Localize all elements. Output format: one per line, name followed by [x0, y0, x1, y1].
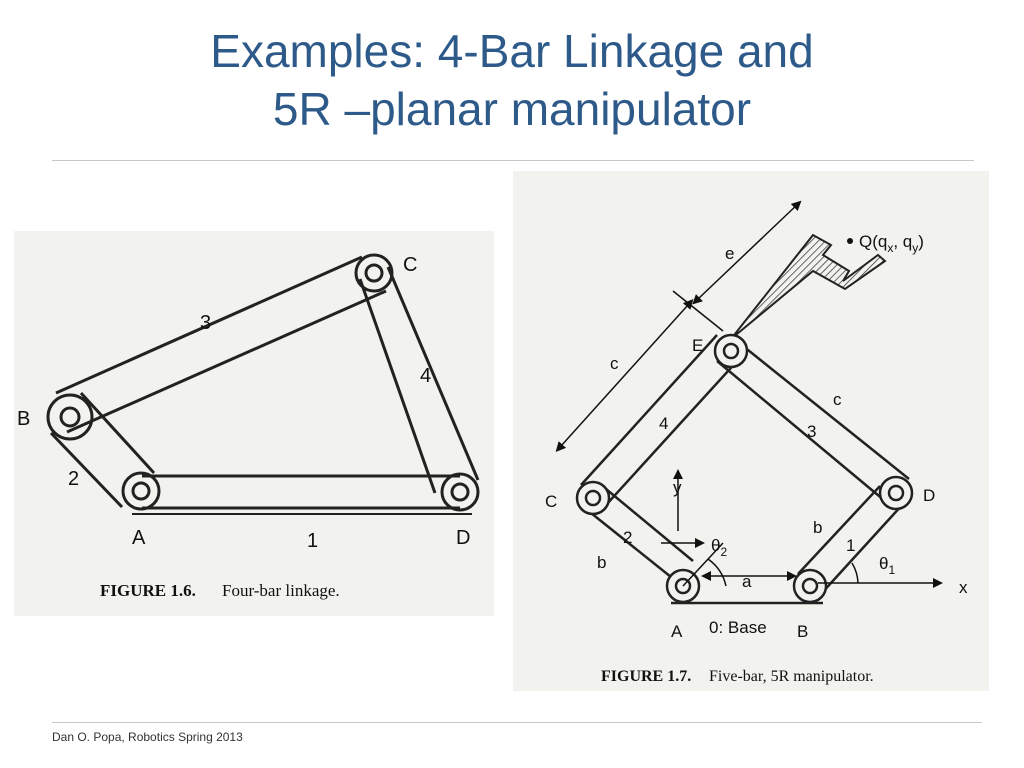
label-link-1: 1	[307, 530, 318, 552]
label-link-2: 2	[623, 528, 632, 547]
caption-label: FIGURE 1.7.	[601, 668, 691, 685]
joint-D-pin	[450, 482, 470, 502]
theta2-ref-line	[682, 542, 724, 587]
label-Q: Q(qx, qy)	[859, 232, 924, 255]
four-bar-diagram: B C A D 3 4 2 1 FIGURE 1.6. Four-bar lin…	[17, 253, 480, 600]
label-link-4: 4	[420, 365, 431, 387]
title-divider	[52, 160, 974, 161]
label-base: 0: Base	[709, 618, 767, 637]
label-A: A	[132, 527, 146, 549]
theta2-arc	[707, 558, 727, 587]
label-A: A	[671, 622, 683, 641]
label-link-2: 2	[68, 468, 79, 490]
caption-label: FIGURE 1.6.	[100, 581, 196, 600]
slide-title: Examples: 4-Bar Linkage and 5R –planar m…	[0, 22, 1024, 138]
label-link-1: 1	[846, 536, 855, 555]
point-Q-dot	[847, 238, 853, 244]
theta1-arc	[851, 562, 859, 584]
joint-A-outer	[121, 471, 161, 511]
label-D: D	[456, 527, 470, 549]
joint-C-pin	[364, 263, 384, 283]
link-3	[716, 337, 910, 502]
title-line-1: Examples: 4-Bar Linkage and	[210, 25, 814, 77]
label-a: a	[742, 572, 752, 591]
figure-five-bar-manipulator: Q(qx, qy) e E c c 4 3 C D y b 2 1 b θ2 θ…	[513, 171, 989, 691]
label-B: B	[797, 622, 808, 641]
label-D: D	[923, 486, 935, 505]
joint-D-outer	[440, 472, 480, 512]
joint-B-outer	[792, 568, 828, 604]
label-E: E	[692, 336, 703, 355]
dim-e-arrow	[692, 200, 802, 305]
label-b-right: b	[813, 518, 822, 537]
title-line-2: 5R –planar manipulator	[272, 83, 752, 135]
joint-A-pin	[674, 577, 692, 595]
label-link-4: 4	[659, 414, 668, 433]
joint-C-pin	[584, 489, 602, 507]
joint-B-pin	[801, 577, 819, 595]
label-c-left: c	[610, 354, 619, 373]
link-1	[797, 485, 904, 596]
end-effector-Q	[730, 233, 887, 340]
joint-C-outer	[575, 480, 611, 516]
footer-divider	[52, 722, 982, 723]
joint-E-outer	[713, 333, 749, 369]
label-theta1: θ1	[879, 554, 895, 577]
joint-B-pin	[59, 406, 81, 428]
label-link-3: 3	[807, 422, 816, 441]
link-1	[132, 474, 472, 515]
label-theta2: θ2	[711, 536, 727, 559]
label-c-right: c	[833, 390, 842, 409]
label-e: e	[725, 244, 734, 263]
label-B: B	[17, 408, 30, 430]
link-4	[358, 266, 480, 494]
footer-credit: Dan O. Popa, Robotics Spring 2013	[52, 730, 243, 744]
caption-text: Four-bar linkage.	[222, 581, 340, 600]
dim-tick-E	[672, 290, 724, 332]
link-2	[49, 391, 156, 509]
figure-four-bar-linkage: B C A D 3 4 2 1 FIGURE 1.6. Four-bar lin…	[14, 231, 494, 616]
label-C: C	[403, 254, 417, 276]
label-b-left: b	[597, 553, 606, 572]
joint-D-pin	[887, 484, 905, 502]
label-y: y	[673, 478, 682, 497]
caption-text: Five-bar, 5R manipulator.	[709, 668, 874, 685]
label-x: x	[959, 578, 968, 597]
link-3	[55, 255, 387, 434]
five-bar-diagram: Q(qx, qy) e E c c 4 3 C D y b 2 1 b θ2 θ…	[545, 200, 968, 685]
joint-C-outer	[354, 253, 394, 293]
label-link-3: 3	[200, 312, 211, 334]
dim-c-arrow	[555, 299, 694, 452]
joint-E-pin	[722, 342, 740, 360]
link-2	[585, 488, 694, 578]
label-C: C	[545, 492, 557, 511]
joint-A-pin	[131, 481, 151, 501]
joint-D-outer	[878, 475, 914, 511]
joint-B-outer	[46, 393, 94, 441]
